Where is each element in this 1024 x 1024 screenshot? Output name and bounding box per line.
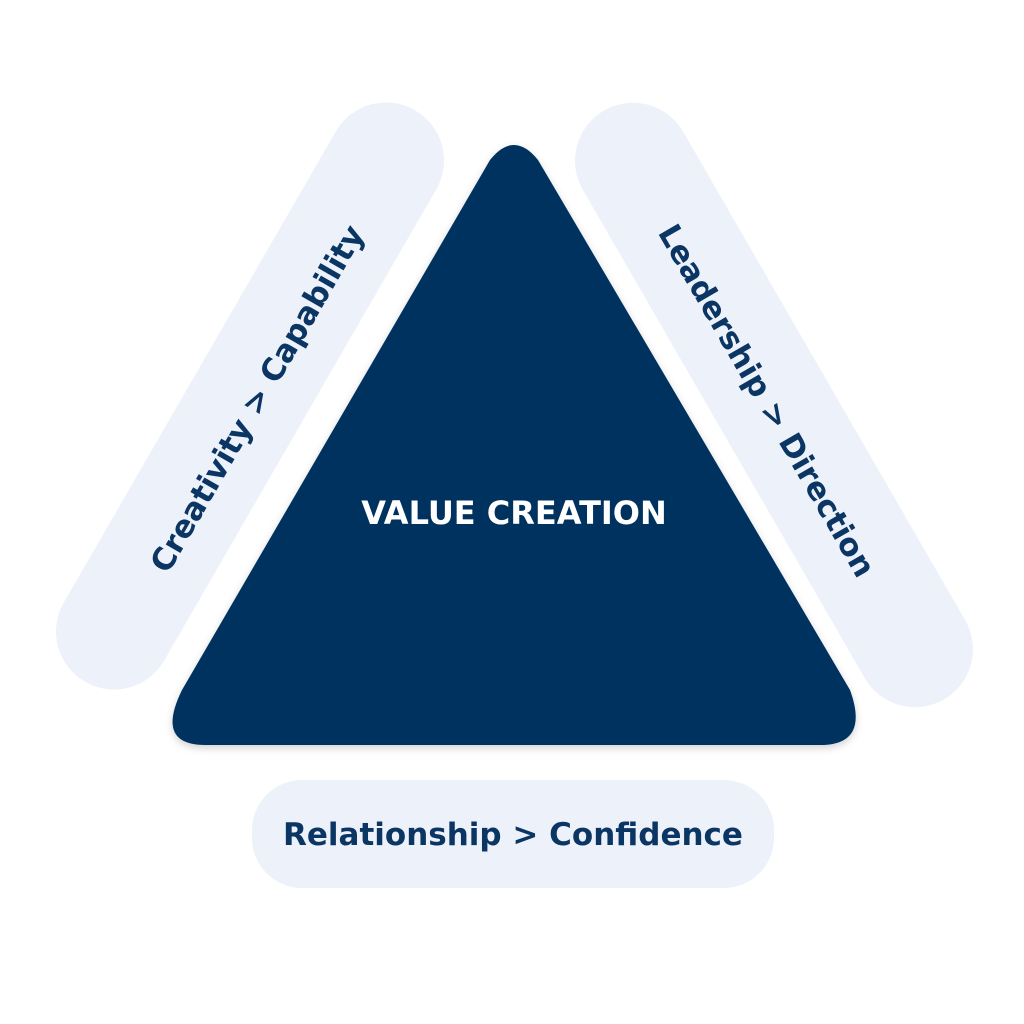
value-triangle — [172, 145, 856, 745]
right-side-pill — [575, 102, 973, 708]
bottom-label: Relationship > Confidence — [283, 817, 743, 853]
bottom-pill — [252, 780, 774, 888]
left-side-pill — [56, 102, 444, 690]
center-label: VALUE CREATION — [361, 494, 667, 532]
